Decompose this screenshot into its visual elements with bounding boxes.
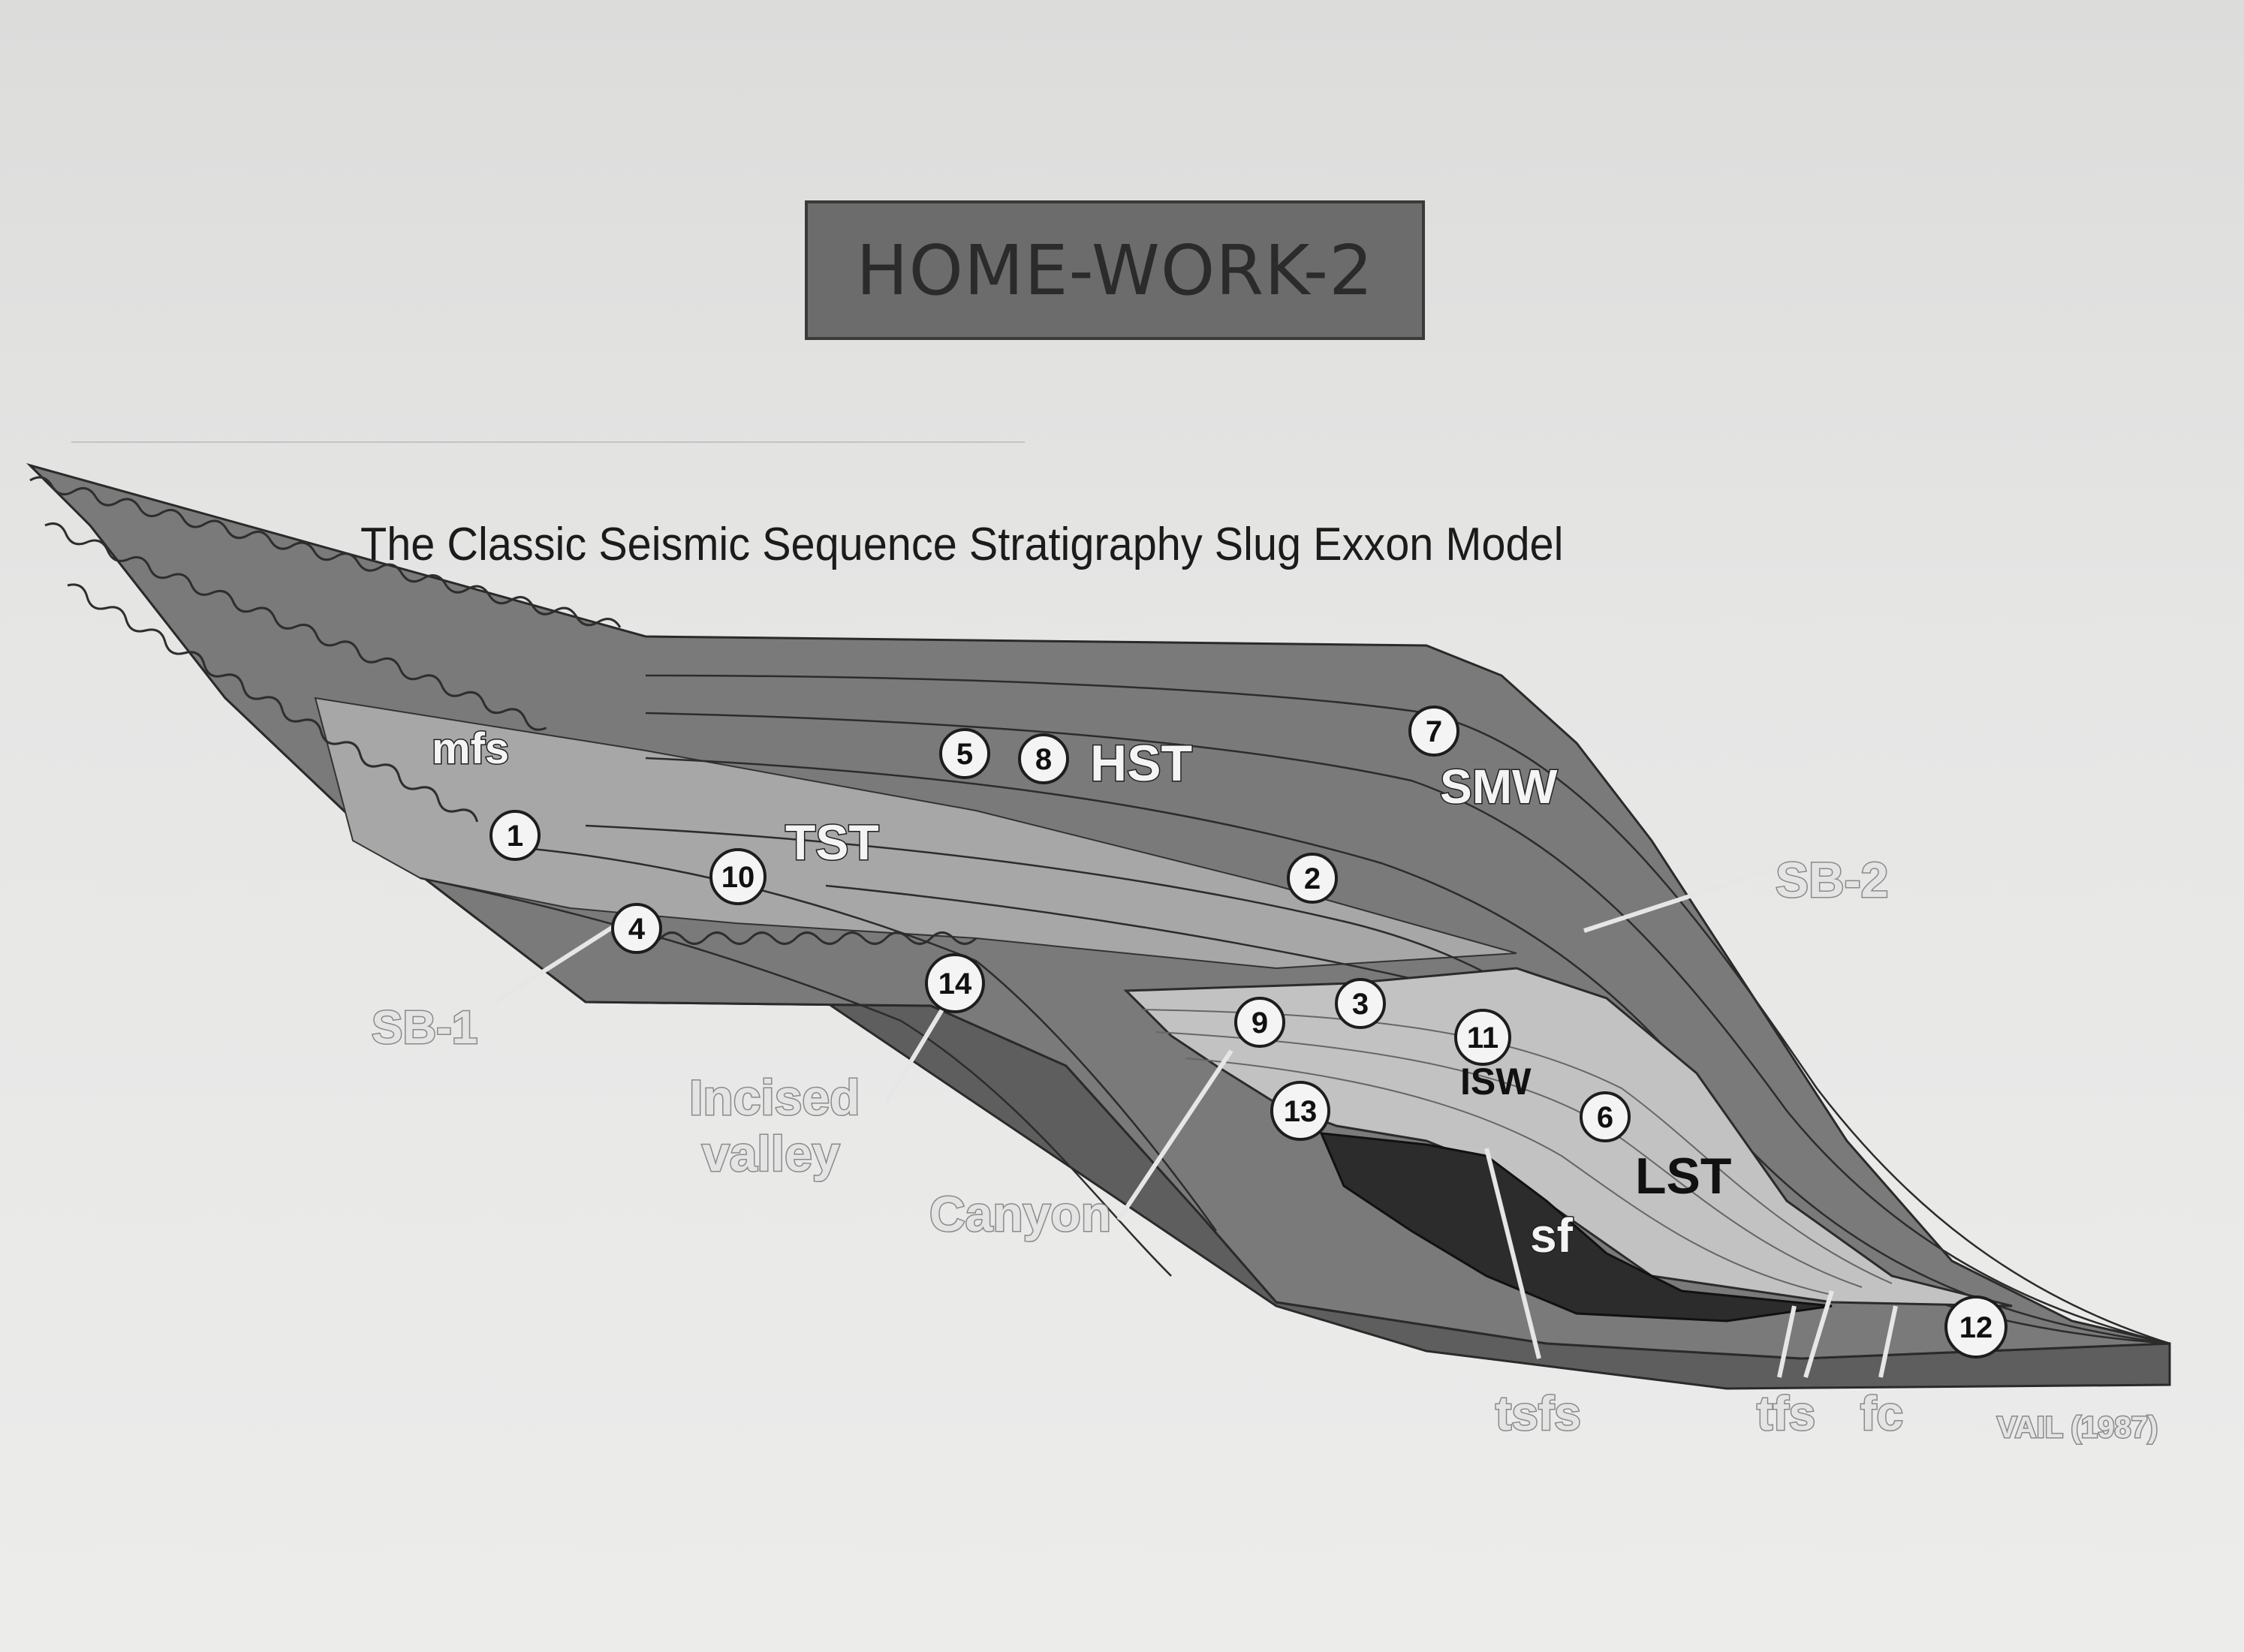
svg-text:11: 11: [1467, 1022, 1499, 1055]
label-tst: TST: [785, 814, 879, 870]
marker-7: 7: [1408, 706, 1459, 757]
marker-3: 3: [1335, 978, 1386, 1029]
label-fc: fc: [1860, 1386, 1903, 1440]
svg-text:1: 1: [507, 820, 523, 853]
marker-6: 6: [1580, 1091, 1631, 1142]
label-valley: valley: [702, 1126, 840, 1181]
label-tsfs: tsfs: [1495, 1386, 1581, 1440]
marker-9: 9: [1234, 997, 1285, 1048]
label-tfs: tfs: [1757, 1386, 1815, 1440]
wavy-strata-lines: [29, 476, 977, 945]
svg-text:7: 7: [1426, 715, 1442, 748]
label-hst: HST: [1090, 735, 1192, 792]
marker-13: 13: [1270, 1081, 1330, 1141]
label-incised: Incised: [689, 1070, 860, 1125]
svg-text:13: 13: [1284, 1095, 1318, 1128]
svg-text:14: 14: [938, 967, 972, 1001]
marker-5: 5: [939, 728, 990, 779]
svg-text:8: 8: [1035, 743, 1052, 776]
svg-text:4: 4: [628, 913, 646, 946]
transgressive-tract: [314, 697, 1517, 970]
svg-text:12: 12: [1959, 1311, 1993, 1344]
marker-2: 2: [1287, 853, 1338, 904]
label-canyon: Canyon: [929, 1186, 1111, 1241]
label-credit: VAIL (1987): [1997, 1411, 2158, 1444]
svg-text:2: 2: [1304, 862, 1321, 895]
svg-text:3: 3: [1352, 988, 1369, 1021]
label-sb1: SB-1: [372, 1002, 477, 1054]
label-isw: ISW: [1460, 1061, 1532, 1103]
svg-text:10: 10: [721, 861, 755, 894]
page-title: HOME-WORK-2: [856, 230, 1374, 311]
svg-text:9: 9: [1252, 1007, 1268, 1040]
label-sb2: SB-2: [1776, 852, 1888, 907]
label-sf: sf: [1530, 1208, 1574, 1262]
horizontal-rule: [71, 441, 1025, 443]
marker-12: 12: [1944, 1295, 2008, 1359]
diagram-title: The Classic Seismic Sequence Stratigraph…: [360, 519, 1564, 570]
marker-11: 11: [1454, 1009, 1511, 1066]
pointer-lines: [494, 865, 1898, 1378]
marker-8: 8: [1018, 733, 1069, 784]
marker-1: 1: [489, 810, 541, 861]
svg-text:5: 5: [956, 738, 973, 771]
marker-14: 14: [925, 953, 985, 1013]
label-smw: SMW: [1440, 760, 1558, 814]
marker-10: 10: [709, 848, 767, 905]
lst-lines: [1140, 1009, 1893, 1295]
marker-4: 4: [611, 903, 662, 954]
svg-text:6: 6: [1597, 1101, 1613, 1134]
title-box: HOME-WORK-2: [805, 200, 1425, 340]
lowstand-tract: [1123, 967, 2013, 1307]
label-lst: LST: [1635, 1148, 1731, 1205]
label-mfs: mfs: [432, 724, 509, 773]
